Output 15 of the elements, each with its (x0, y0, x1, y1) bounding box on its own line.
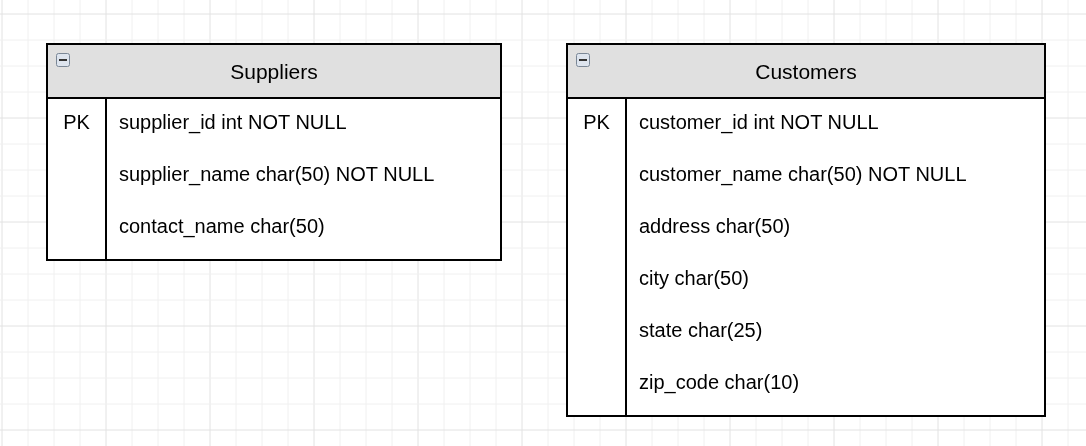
key-label: PK (582, 111, 611, 134)
column-definition: zip_code char(10) (639, 371, 800, 394)
entity-table (46, 43, 502, 261)
key-label: PK (62, 111, 91, 134)
column-definition: supplier_name char(50) NOT NULL (119, 163, 435, 186)
table-title: Suppliers (229, 60, 319, 84)
column-definition: city char(50) (639, 267, 750, 290)
column-definition: state char(25) (639, 319, 763, 342)
column-definition: supplier_id int NOT NULL (119, 111, 347, 134)
table-title: Customers (754, 60, 858, 84)
column-definition: customer_id int NOT NULL (639, 111, 879, 134)
column-definition: address char(50) (639, 215, 791, 238)
column-definition: customer_name char(50) NOT NULL (639, 163, 967, 186)
entity-table (566, 43, 1046, 417)
column-definition: contact_name char(50) (119, 215, 325, 238)
